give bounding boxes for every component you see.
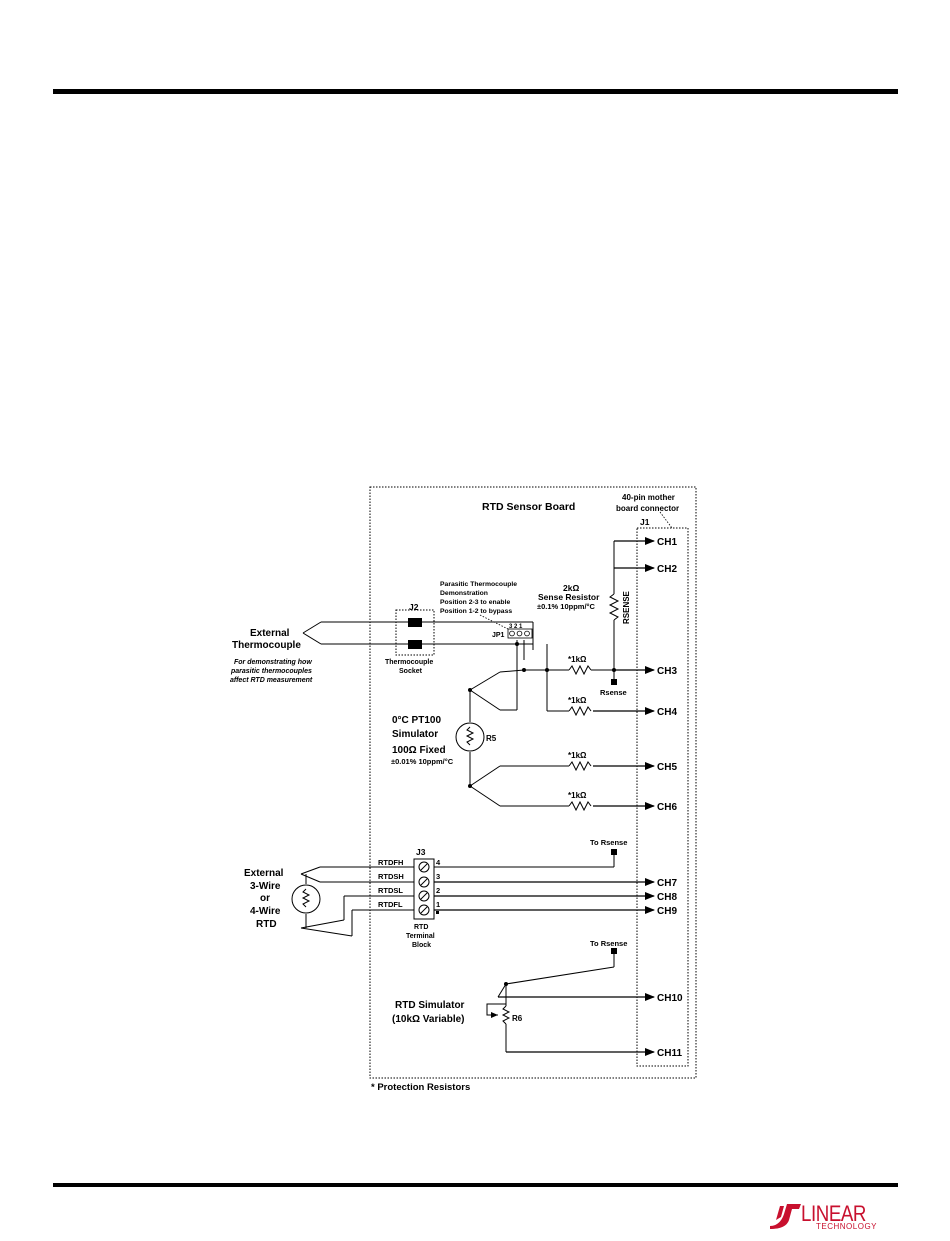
- j1-ref: J1: [640, 517, 650, 527]
- parasitic-note-line2: Demonstration: [440, 590, 488, 597]
- thermocouple-note-line3: affect RTD measurement: [230, 677, 313, 684]
- prot-resistor-ch4: *1kΩ: [568, 696, 587, 705]
- connector-label-line2: board connector: [616, 504, 679, 513]
- j2-ref: J2: [409, 602, 419, 612]
- tb-pin-4: 4: [436, 858, 441, 867]
- channel-ch8: CH8: [657, 892, 677, 903]
- thermocouple-socket-line2: Socket: [399, 668, 423, 675]
- channel-ch11: CH11: [657, 1048, 682, 1059]
- to-rsense-label-2: To Rsense: [590, 939, 627, 948]
- logo-subtitle: TECHNOLOGY: [816, 1222, 878, 1231]
- tb-label-line2: Terminal: [406, 933, 435, 940]
- linear-technology-logo: LINEAR TECHNOLOGY: [768, 1199, 898, 1233]
- board-outline: [369, 486, 697, 1079]
- tb-pin-2: 2: [436, 886, 440, 895]
- rsense-node-label: Rsense: [600, 688, 627, 697]
- channel-ch2: CH2: [657, 564, 677, 575]
- ext-rtd-line2: 3-Wire: [250, 881, 281, 892]
- header-rule: [53, 89, 898, 94]
- pt100-line3: 100Ω Fixed: [392, 745, 446, 756]
- prot-resistor-ch6: *1kΩ: [568, 791, 587, 800]
- ext-rtd-line4: 4-Wire: [250, 906, 281, 917]
- footer-rule: [53, 1183, 898, 1187]
- thermocouple-title-line2: Thermocouple: [232, 640, 301, 651]
- thermocouple-title-line1: External: [250, 628, 290, 639]
- ext-rtd-line1: External: [244, 868, 284, 879]
- tb-signal-rtdfl: RTDFL: [378, 900, 403, 909]
- tb-label-line1: RTD: [414, 924, 428, 931]
- parasitic-note-line4: Position 1-2 to bypass: [440, 608, 512, 615]
- r5-ref: R5: [486, 734, 497, 743]
- channel-ch3: CH3: [657, 666, 677, 677]
- thermocouple-note-line2: parasitic thermocouples: [230, 668, 312, 675]
- channel-ch10: CH10: [657, 993, 683, 1004]
- pt100-spec: ±0.01% 10ppm/°C: [391, 757, 454, 766]
- footnote: * Protection Resistors: [371, 1082, 470, 1093]
- tb-pin-1: 1: [436, 900, 440, 909]
- channel-ch4: CH4: [657, 707, 677, 718]
- jp1-pins: 3 2 1: [509, 624, 523, 630]
- parasitic-note-leader: [479, 614, 509, 630]
- tb-signal-rtdsh: RTDSH: [378, 872, 404, 881]
- r6-ref: R6: [512, 1014, 523, 1023]
- prot-resistor-ch5: *1kΩ: [568, 751, 587, 760]
- to-rsense-label-1: To Rsense: [590, 838, 627, 847]
- pt100-line2: Simulator: [392, 729, 438, 740]
- thermocouple-socket-line1: Thermocouple: [385, 659, 433, 666]
- channel-ch7: CH7: [657, 878, 677, 889]
- channel-ch5: CH5: [657, 762, 677, 773]
- sense-resistor-name: Sense Resistor: [538, 592, 600, 602]
- parasitic-note-line3: Position 2-3 to enable: [440, 599, 510, 606]
- ext-rtd-line3: or: [260, 893, 270, 904]
- rtd-sim-line2: (10kΩ Variable): [392, 1014, 465, 1025]
- lt-mark-icon: [770, 1204, 801, 1229]
- pt100-line1: 0°C PT100: [392, 715, 441, 726]
- channel-ch9: CH9: [657, 906, 677, 917]
- ext-rtd-line5: RTD: [256, 919, 277, 930]
- channel-ch1: CH1: [657, 537, 677, 548]
- jp1-ref: JP1: [492, 632, 505, 639]
- parasitic-note-line1: Parasitic Thermocouple: [440, 581, 517, 588]
- thermocouple-note-line1: For demonstrating how: [234, 659, 312, 666]
- sense-resistor-spec: ±0.1% 10ppm/°C: [537, 602, 596, 611]
- j1-connector-outline: [636, 527, 689, 1067]
- j3-ref: J3: [416, 847, 426, 857]
- connector-label-line1: 40-pin mother: [622, 493, 675, 502]
- board-title: RTD Sensor Board: [482, 501, 575, 513]
- tb-signal-rtdsl: RTDSL: [378, 886, 403, 895]
- rtd-sim-line1: RTD Simulator: [395, 1000, 465, 1011]
- tb-label-line3: Block: [412, 942, 431, 949]
- tb-pin-3: 3: [436, 872, 440, 881]
- rsense-net-label: RSENSE: [622, 590, 631, 624]
- prot-resistor-ch3: *1kΩ: [568, 655, 587, 664]
- tb-signal-rtdfh: RTDFH: [378, 858, 403, 867]
- channel-ch6: CH6: [657, 802, 677, 813]
- sense-resistor-value: 2kΩ: [563, 583, 579, 593]
- logo-word: LINEAR: [801, 1201, 867, 1226]
- j1-leader-line: [659, 511, 673, 529]
